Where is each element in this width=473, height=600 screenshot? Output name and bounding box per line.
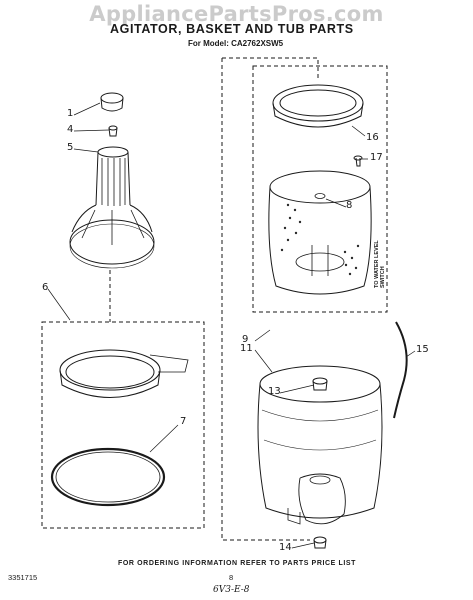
callout-5: 5 — [67, 142, 74, 153]
callout-14: 14 — [279, 542, 292, 553]
model-line: For Model: CA2762XSW5 — [188, 39, 284, 48]
callout-13: 13 — [268, 386, 281, 397]
callout-17: 17 — [370, 152, 383, 163]
drain-fitting-part — [313, 536, 327, 549]
callout-8: 8 — [346, 200, 353, 211]
seal-ring-part — [50, 447, 166, 507]
leader-lines — [47, 102, 416, 549]
callout-1: 1 — [67, 108, 74, 119]
callout-15: 15 — [416, 344, 429, 355]
callout-11: 11 — [240, 343, 253, 354]
agitator-cap-part — [100, 92, 124, 112]
callout-6: 6 — [42, 282, 49, 293]
handwritten-note: 6V3-E-8 — [213, 585, 250, 595]
tub-part — [257, 365, 383, 525]
water-level-note: TO WATER LEVEL SWITCH — [374, 240, 386, 288]
agitator-bolt-part — [108, 125, 118, 137]
watermark: AppliancePartsPros.com — [89, 2, 384, 26]
tub-hub-part — [312, 377, 328, 391]
water-level-note-line-2: SWITCH — [380, 266, 386, 288]
agitator-part — [69, 146, 155, 269]
balance-ring-part — [272, 84, 364, 128]
page-title: AGITATOR, BASKET AND TUB PARTS — [110, 22, 354, 36]
document-number: 3351715 — [8, 573, 38, 582]
callout-9: 9 — [242, 334, 249, 345]
basket-part — [268, 170, 372, 295]
footer-note: FOR ORDERING INFORMATION REFER TO PARTS … — [118, 560, 357, 567]
water-level-hose-part — [393, 321, 408, 419]
callout-7: 7 — [180, 416, 187, 427]
callout-16: 16 — [366, 132, 379, 143]
connection-line-top — [221, 57, 319, 541]
basket-group-box — [252, 65, 388, 313]
callout-4: 4 — [67, 124, 74, 135]
tub-ring-part — [59, 349, 189, 398]
screw-part — [353, 155, 363, 167]
page-number: 8 — [229, 573, 234, 582]
tub-ring-group-box — [41, 321, 205, 529]
